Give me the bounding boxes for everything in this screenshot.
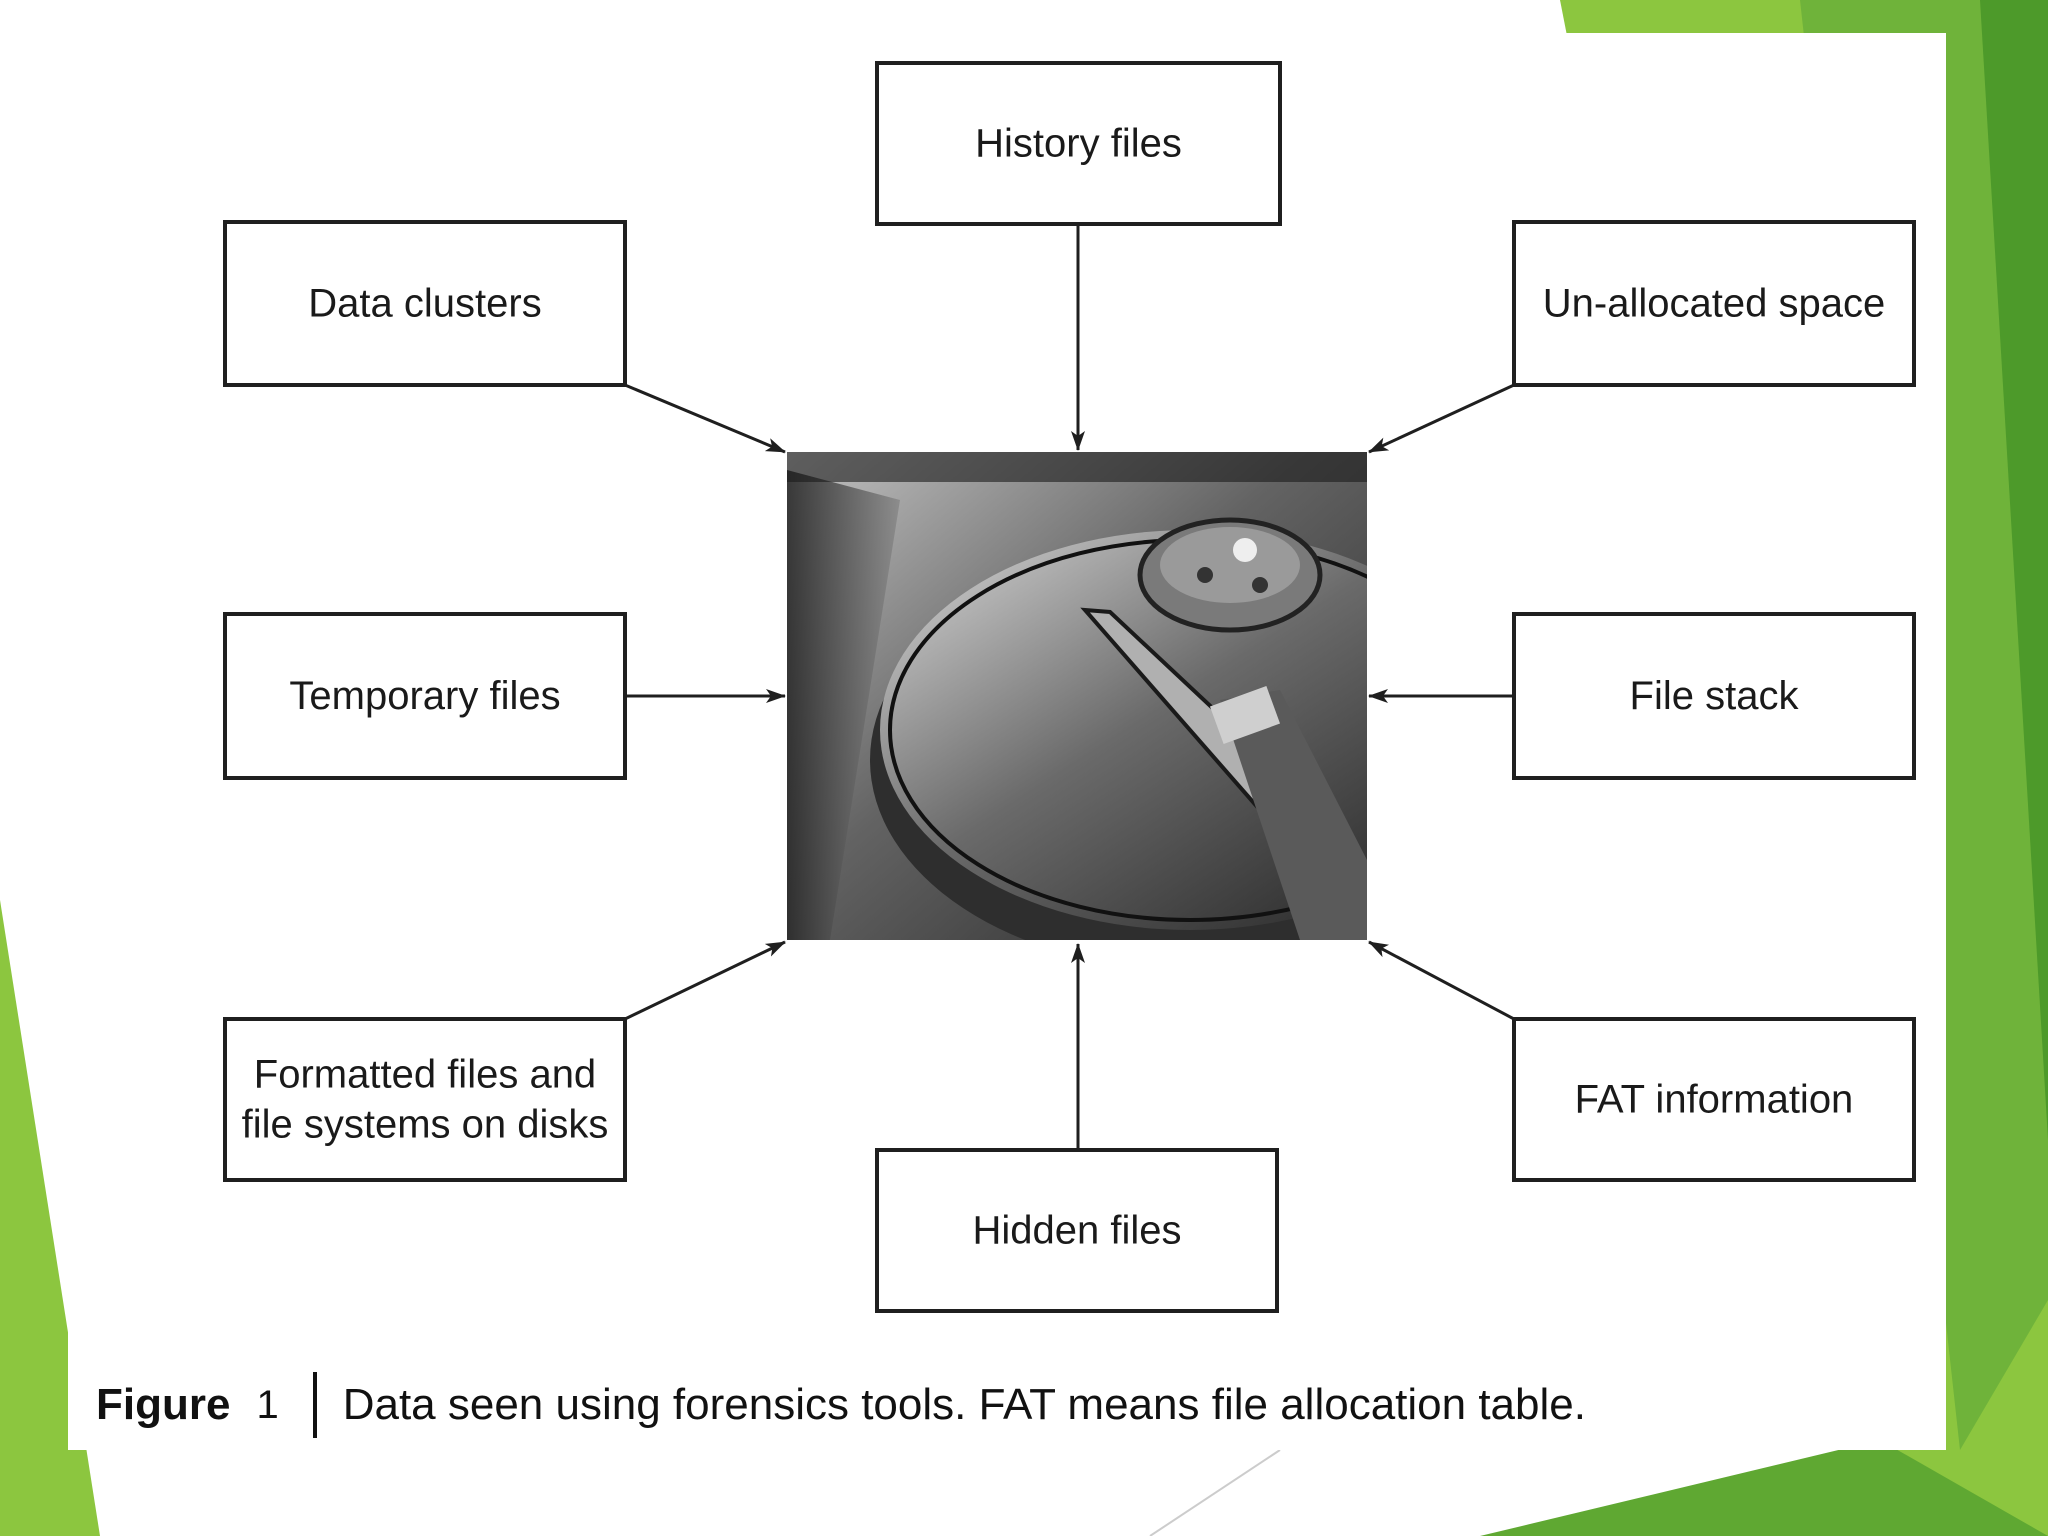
node-label: Hidden files: [972, 1209, 1181, 1253]
decorative-line: [1149, 1449, 1281, 1536]
green-accent-dark-right: [1980, 0, 2048, 1140]
node-temporary-files: Temporary files: [223, 612, 627, 780]
node-box: [1512, 612, 1916, 780]
node-formatted-files: Formatted files and file systems on disks: [223, 1017, 627, 1182]
node-label: History files: [975, 122, 1182, 166]
node-box: [875, 1148, 1279, 1313]
arrow-fat-information: [1368, 940, 1515, 1021]
node-data-clusters: Data clusters: [223, 220, 627, 387]
hard-drive-photo: [787, 452, 1367, 940]
node-box: [875, 61, 1282, 226]
node-label: Un-allocated space: [1543, 282, 1885, 326]
node-file-stack: File stack: [1512, 612, 1916, 780]
node-history-files: History files: [875, 61, 1282, 226]
green-accent-bottom: [1480, 1440, 2048, 1536]
node-box: [1512, 1017, 1916, 1182]
node-hidden-files: Hidden files: [875, 1148, 1279, 1313]
node-label: Formatted files and: [254, 1053, 596, 1097]
node-label: Data clusters: [308, 282, 541, 326]
caption-number: 1: [256, 1382, 279, 1427]
caption-separator: [312, 1372, 317, 1438]
node-box: [223, 1017, 627, 1182]
caption-label: Figure: [96, 1380, 231, 1429]
node-label: FAT information: [1575, 1078, 1854, 1122]
node-box: [223, 220, 627, 387]
arrow-unallocated-space: [1368, 383, 1515, 454]
caption-text: Data seen using forensics tools. FAT mea…: [342, 1380, 1586, 1429]
node-box: [223, 612, 627, 780]
arrow-formatted-files: [624, 940, 786, 1021]
figure-caption: Figure 1 Data seen using forensics tools…: [96, 1370, 1586, 1440]
node-label: File stack: [1630, 674, 1800, 718]
node-label: file systems on disks: [242, 1103, 609, 1147]
connector-arrows: [624, 224, 1515, 1150]
node-box: [1512, 220, 1916, 387]
node-label: Temporary files: [289, 674, 560, 718]
node-unallocated-space: Un-allocated space: [1512, 220, 1916, 387]
node-fat-information: FAT information: [1512, 1017, 1916, 1182]
arrow-data-clusters: [624, 383, 786, 454]
